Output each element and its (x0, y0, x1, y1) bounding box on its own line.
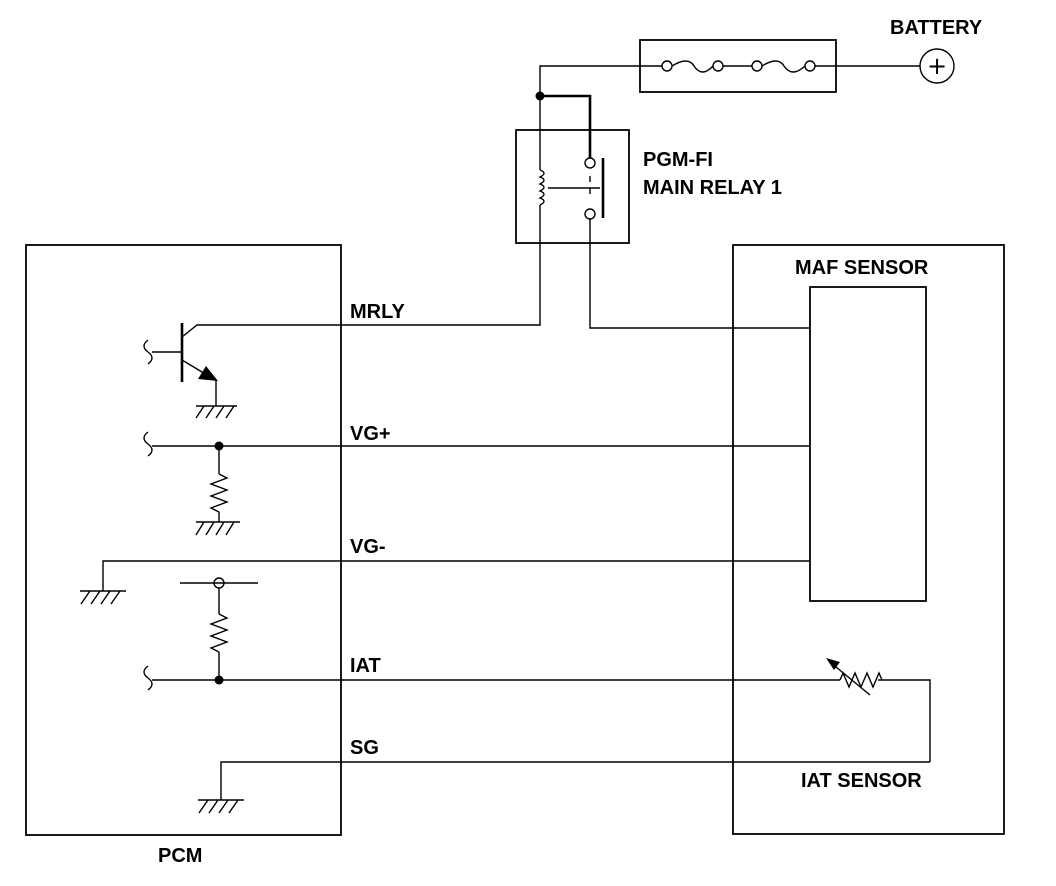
fuse-terminal-icon (661, 60, 673, 72)
fuse-element-icon (761, 60, 806, 73)
iat-wire-label: IAT (350, 655, 381, 677)
main-relay: PGM-FI MAIN RELAY 1 (515, 96, 782, 244)
input-break-icon (143, 339, 153, 365)
sg-wire-label: SG (350, 737, 379, 759)
fuse-to-relay-wire (539, 65, 662, 96)
sg-wire (220, 761, 930, 800)
iat-return-wire (878, 679, 931, 762)
sensor-housing-outline (732, 244, 1005, 835)
thermistor-variable-arrow-icon (829, 661, 871, 696)
fuse-terminal-icon (712, 60, 724, 72)
vg-plus-circuit: VG+ (143, 423, 810, 536)
sg-circuit: SG (198, 737, 930, 814)
fuse-terminal-icon (751, 60, 763, 72)
switch-contact-icon (584, 157, 596, 169)
ground-hatch-icon (195, 405, 235, 419)
ground-hatch-icon (198, 799, 239, 814)
pcm-outline (25, 244, 342, 836)
pull-down-resistor-icon (209, 473, 229, 513)
ground-hatch-icon (195, 521, 235, 536)
mrly-circuit: MRLY (143, 243, 541, 419)
pcm-box: PCM (25, 244, 342, 867)
thermistor-arrowhead-icon (826, 658, 840, 670)
relay-label-line2: MAIN RELAY 1 (643, 177, 782, 199)
pcm-label: PCM (158, 845, 202, 867)
switch-contact-icon (584, 208, 596, 220)
relay-label-line1: PGM-FI (643, 149, 713, 171)
vg-plus-wire-label: VG+ (350, 423, 391, 445)
iat-circuit: IAT (143, 577, 931, 762)
input-break-icon (143, 665, 153, 691)
relay-supply-wire (540, 94, 592, 158)
relay-coil-icon (538, 169, 545, 206)
relay-to-maf-wire (589, 243, 810, 329)
vg-minus-wire-label: VG- (350, 536, 386, 558)
iat-sensor-label: IAT SENSOR (801, 770, 922, 792)
battery-plus-sign: + (927, 52, 947, 80)
battery-group: BATTERY + (890, 17, 983, 84)
emitter-arrow-icon (198, 366, 218, 381)
mrly-wire (181, 243, 541, 338)
battery-label: BATTERY (890, 17, 983, 39)
maf-sensor-label: MAF SENSOR (795, 257, 929, 279)
fuse-element-icon (671, 60, 714, 73)
maf-sensor-box: MAF SENSOR IAT SENSOR (732, 244, 1005, 835)
pull-up-resistor-icon (209, 613, 229, 653)
vg-minus-wire (102, 560, 810, 591)
fuse-box (639, 39, 837, 93)
maf-sensor-element (809, 286, 927, 602)
input-break-icon (143, 431, 153, 457)
ground-hatch-icon (80, 590, 121, 605)
relay-box-outline (515, 129, 630, 244)
mrly-wire-label: MRLY (350, 301, 405, 323)
fuse-terminal-icon (804, 60, 816, 72)
vg-minus-circuit: VG- (80, 536, 810, 605)
